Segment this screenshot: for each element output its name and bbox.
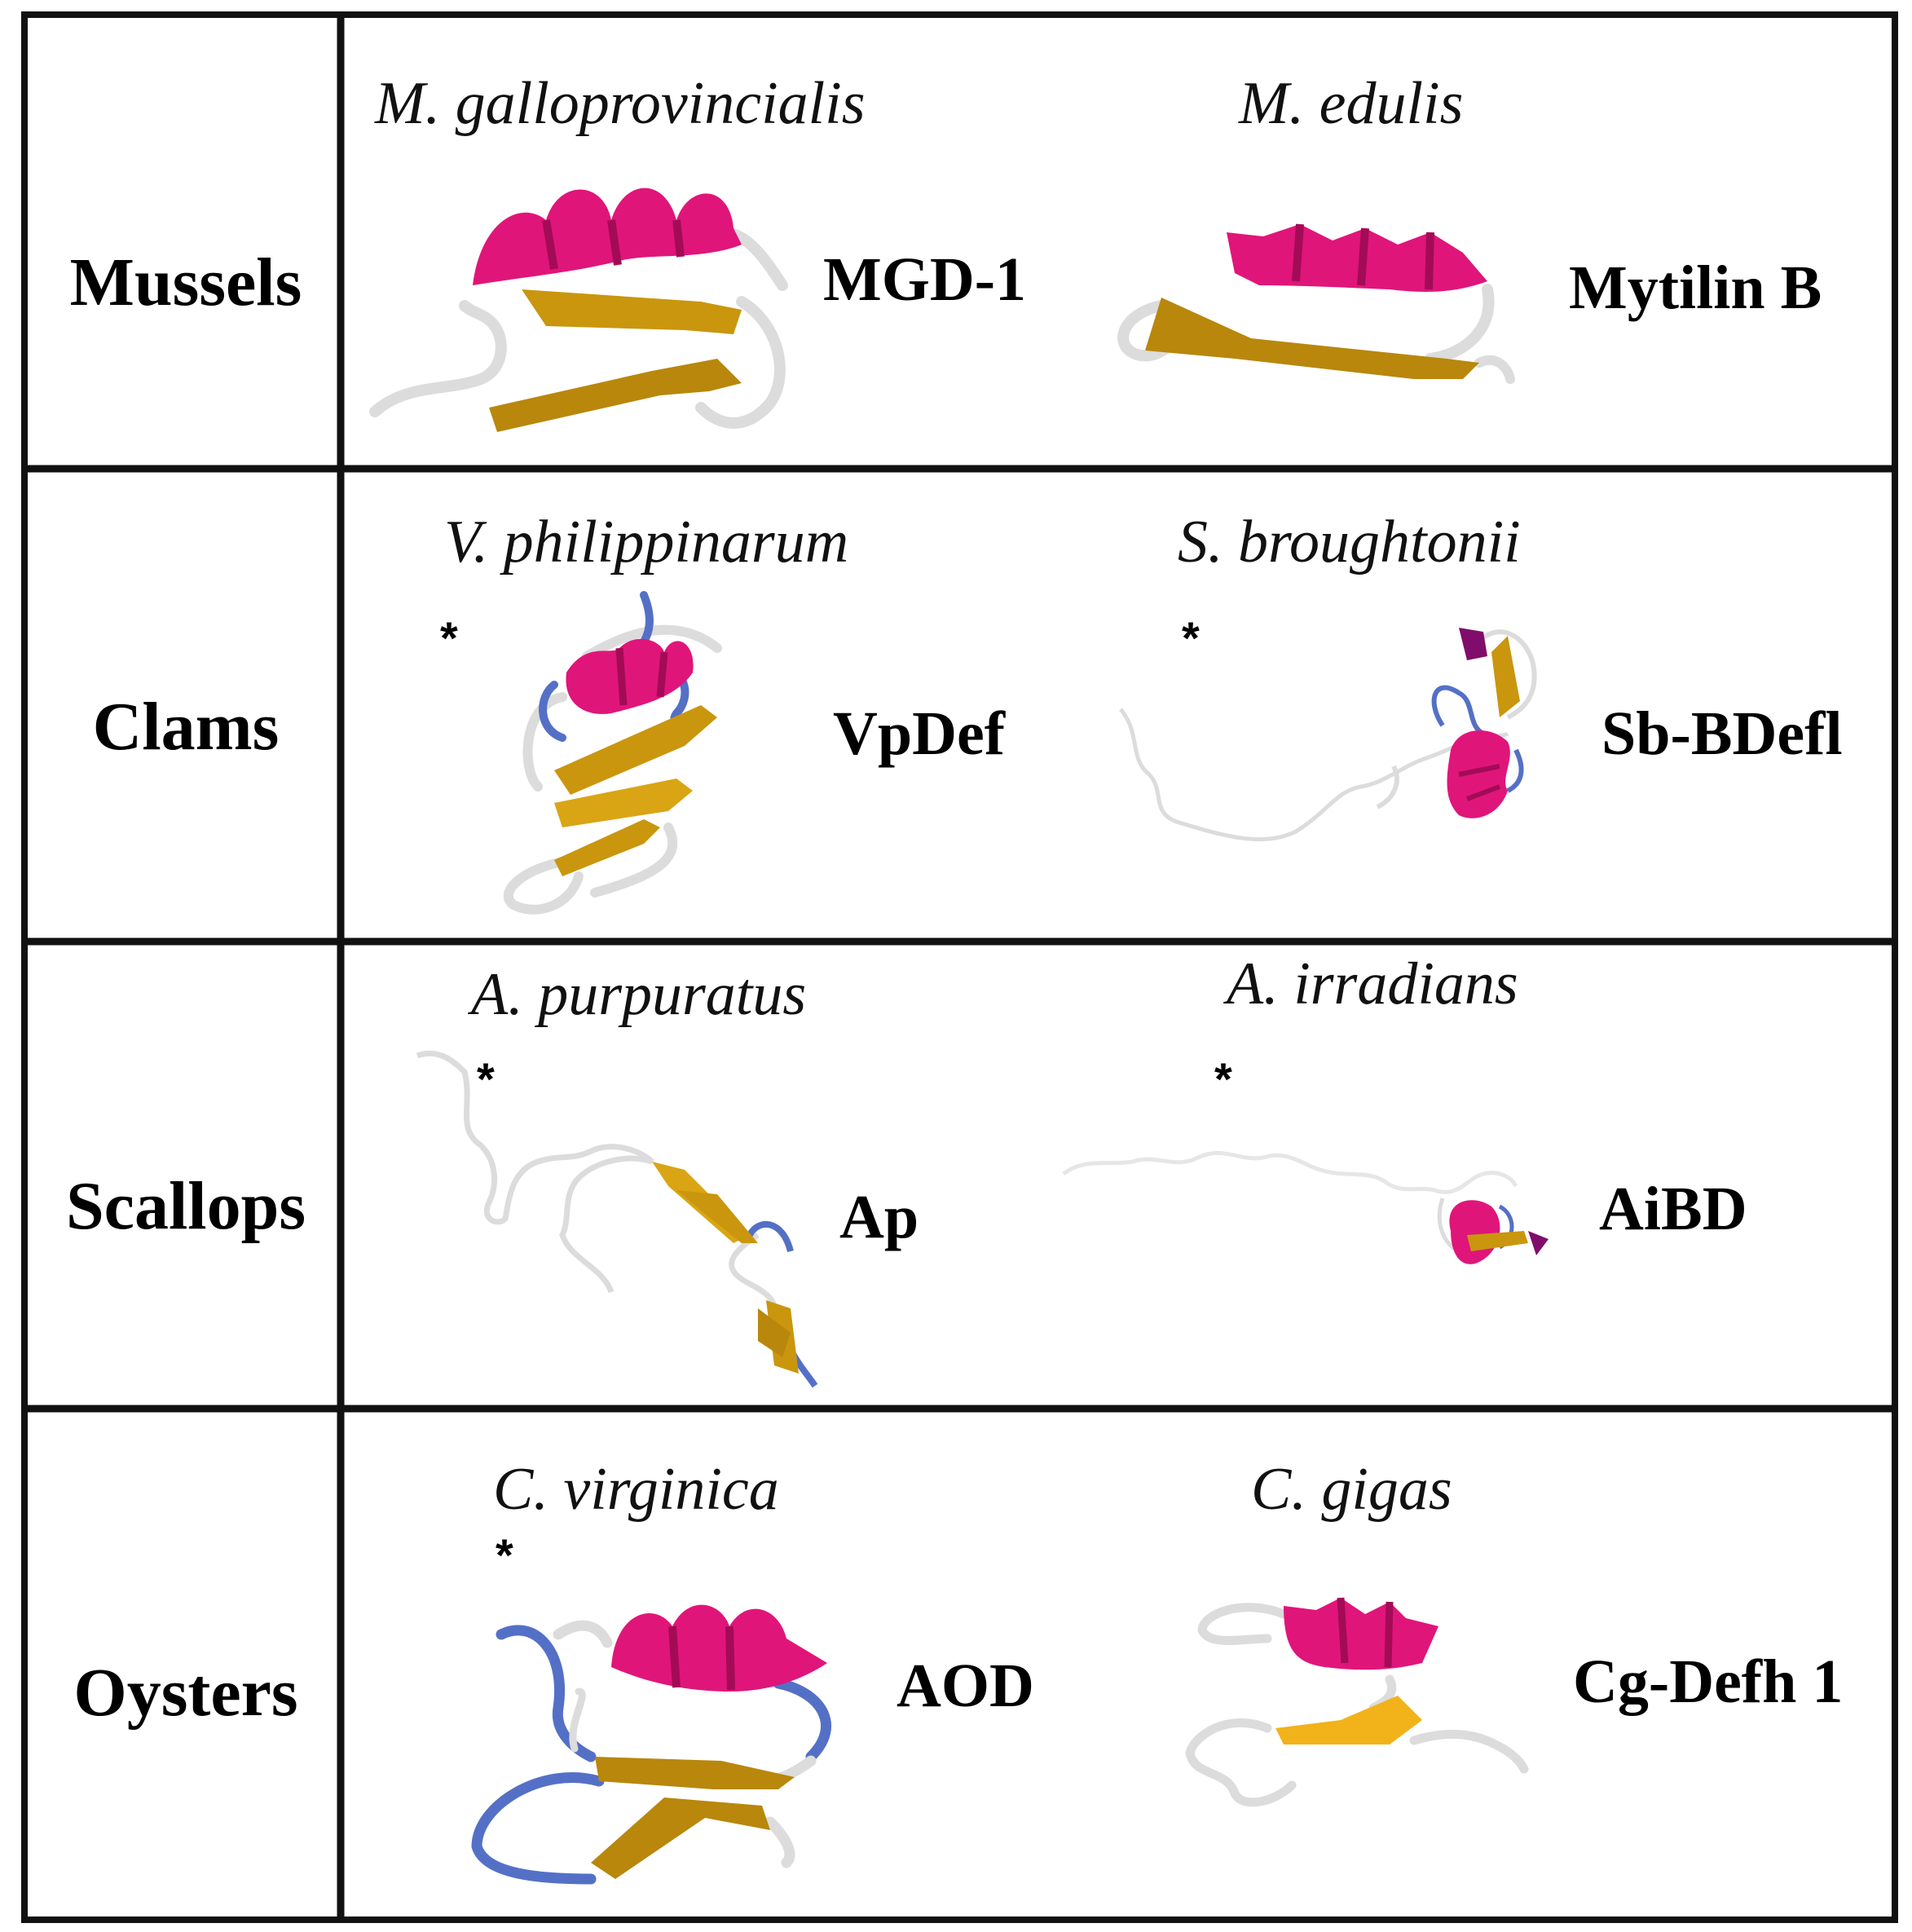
species-label: A. purpuratus <box>471 961 807 1028</box>
species-label: C. virginica <box>493 1456 779 1523</box>
asterisk-marker: * <box>1214 1053 1232 1105</box>
species-label: M. galloprovincialis <box>375 70 866 137</box>
protein-structure-aod <box>471 1604 831 1885</box>
protein-label: VpDef <box>833 699 1006 768</box>
group-label-mussels: Mussels <box>69 245 302 320</box>
protein-label: Cg-Defh 1 <box>1573 1647 1844 1716</box>
protein-structure-aibd <box>1062 1150 1549 1264</box>
protein-structure-ap <box>416 1050 818 1388</box>
species-label: V. philippinarum <box>444 509 849 576</box>
protein-label: AiBD <box>1599 1175 1747 1243</box>
protein-structure-mytilin-b <box>1117 223 1515 384</box>
protein-label: Mytilin B <box>1569 254 1822 322</box>
species-label: S. broughtonii <box>1178 509 1521 576</box>
protein-label: Sb-BDefl <box>1601 699 1843 768</box>
protein-structure-sb-bdefl <box>1119 628 1537 842</box>
protein-label: MGD-1 <box>823 245 1027 314</box>
protein-label: AOD <box>897 1652 1034 1720</box>
asterisk-marker: * <box>477 1053 495 1105</box>
species-label: A. irradians <box>1227 951 1518 1017</box>
asterisk-marker: * <box>440 612 458 664</box>
species-label: C. gigas <box>1251 1456 1452 1523</box>
group-label-clams: Clams <box>92 689 280 765</box>
protein-structure-mgd1 <box>369 187 788 432</box>
group-label-scallops: Scallops <box>65 1168 306 1244</box>
protein-label: Ap <box>839 1183 919 1251</box>
group-label-oysters: Oysters <box>73 1655 298 1731</box>
species-label: M. edulis <box>1239 70 1464 137</box>
protein-structure-vpdef <box>504 591 722 915</box>
asterisk-marker: * <box>1182 612 1200 664</box>
protein-structure-cg-defh1 <box>1185 1597 1529 1807</box>
asterisk-marker: * <box>496 1529 513 1581</box>
